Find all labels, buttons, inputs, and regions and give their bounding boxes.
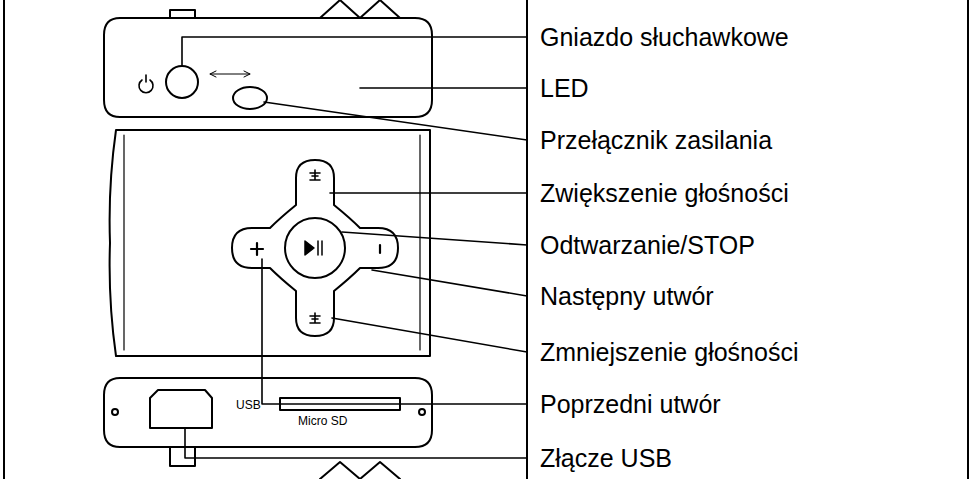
housing-edge <box>419 135 420 350</box>
headphone-jack <box>166 66 198 98</box>
part-label: LED <box>540 76 589 101</box>
leader-line <box>332 318 527 352</box>
front-housing <box>110 130 430 356</box>
volume-up-symbol <box>310 170 320 180</box>
divider-line <box>526 0 528 479</box>
part-label: Zwiększenie głośności <box>540 181 789 206</box>
frame-line <box>967 0 969 479</box>
usb-port <box>150 390 212 428</box>
power-switch <box>233 87 267 109</box>
port-label: Micro SD <box>298 415 347 427</box>
housing-edge <box>123 135 124 350</box>
plus-symbol <box>251 243 263 255</box>
part-label: Przełącznik zasilania <box>540 128 772 153</box>
part-label: Zmniejszenie głośności <box>540 340 798 365</box>
clip-edge <box>320 0 400 18</box>
leader-line <box>372 270 527 296</box>
leader-line <box>342 232 527 245</box>
power-icon <box>139 75 153 93</box>
screw <box>112 409 118 415</box>
clip-notch <box>170 447 195 466</box>
volume-down-symbol <box>310 313 320 323</box>
part-label: Następny utwór <box>540 284 714 309</box>
leader-line <box>360 87 527 89</box>
bottom-housing <box>104 378 432 447</box>
port-label: USB <box>236 399 261 411</box>
switch-mark <box>210 71 250 77</box>
leader-line <box>185 428 527 458</box>
leader-line <box>264 102 527 140</box>
play-button <box>285 218 345 278</box>
dpad-outline <box>232 160 398 336</box>
leader-lines <box>182 37 527 458</box>
part-label: Gniazdo słuchawkowe <box>540 25 789 50</box>
part-label: Odtwarzanie/STOP <box>540 233 755 258</box>
next-symbol <box>379 245 381 253</box>
part-label: Poprzedni utwór <box>540 392 721 417</box>
play-pause-symbol <box>305 241 322 255</box>
leader-line <box>330 192 527 194</box>
frame-line <box>3 0 5 479</box>
part-label: Złącze USB <box>540 446 672 471</box>
leader-line <box>182 37 527 66</box>
leader-line <box>262 259 527 404</box>
clip-edge <box>320 462 400 479</box>
clip-notch <box>170 10 195 18</box>
screw <box>419 409 425 415</box>
